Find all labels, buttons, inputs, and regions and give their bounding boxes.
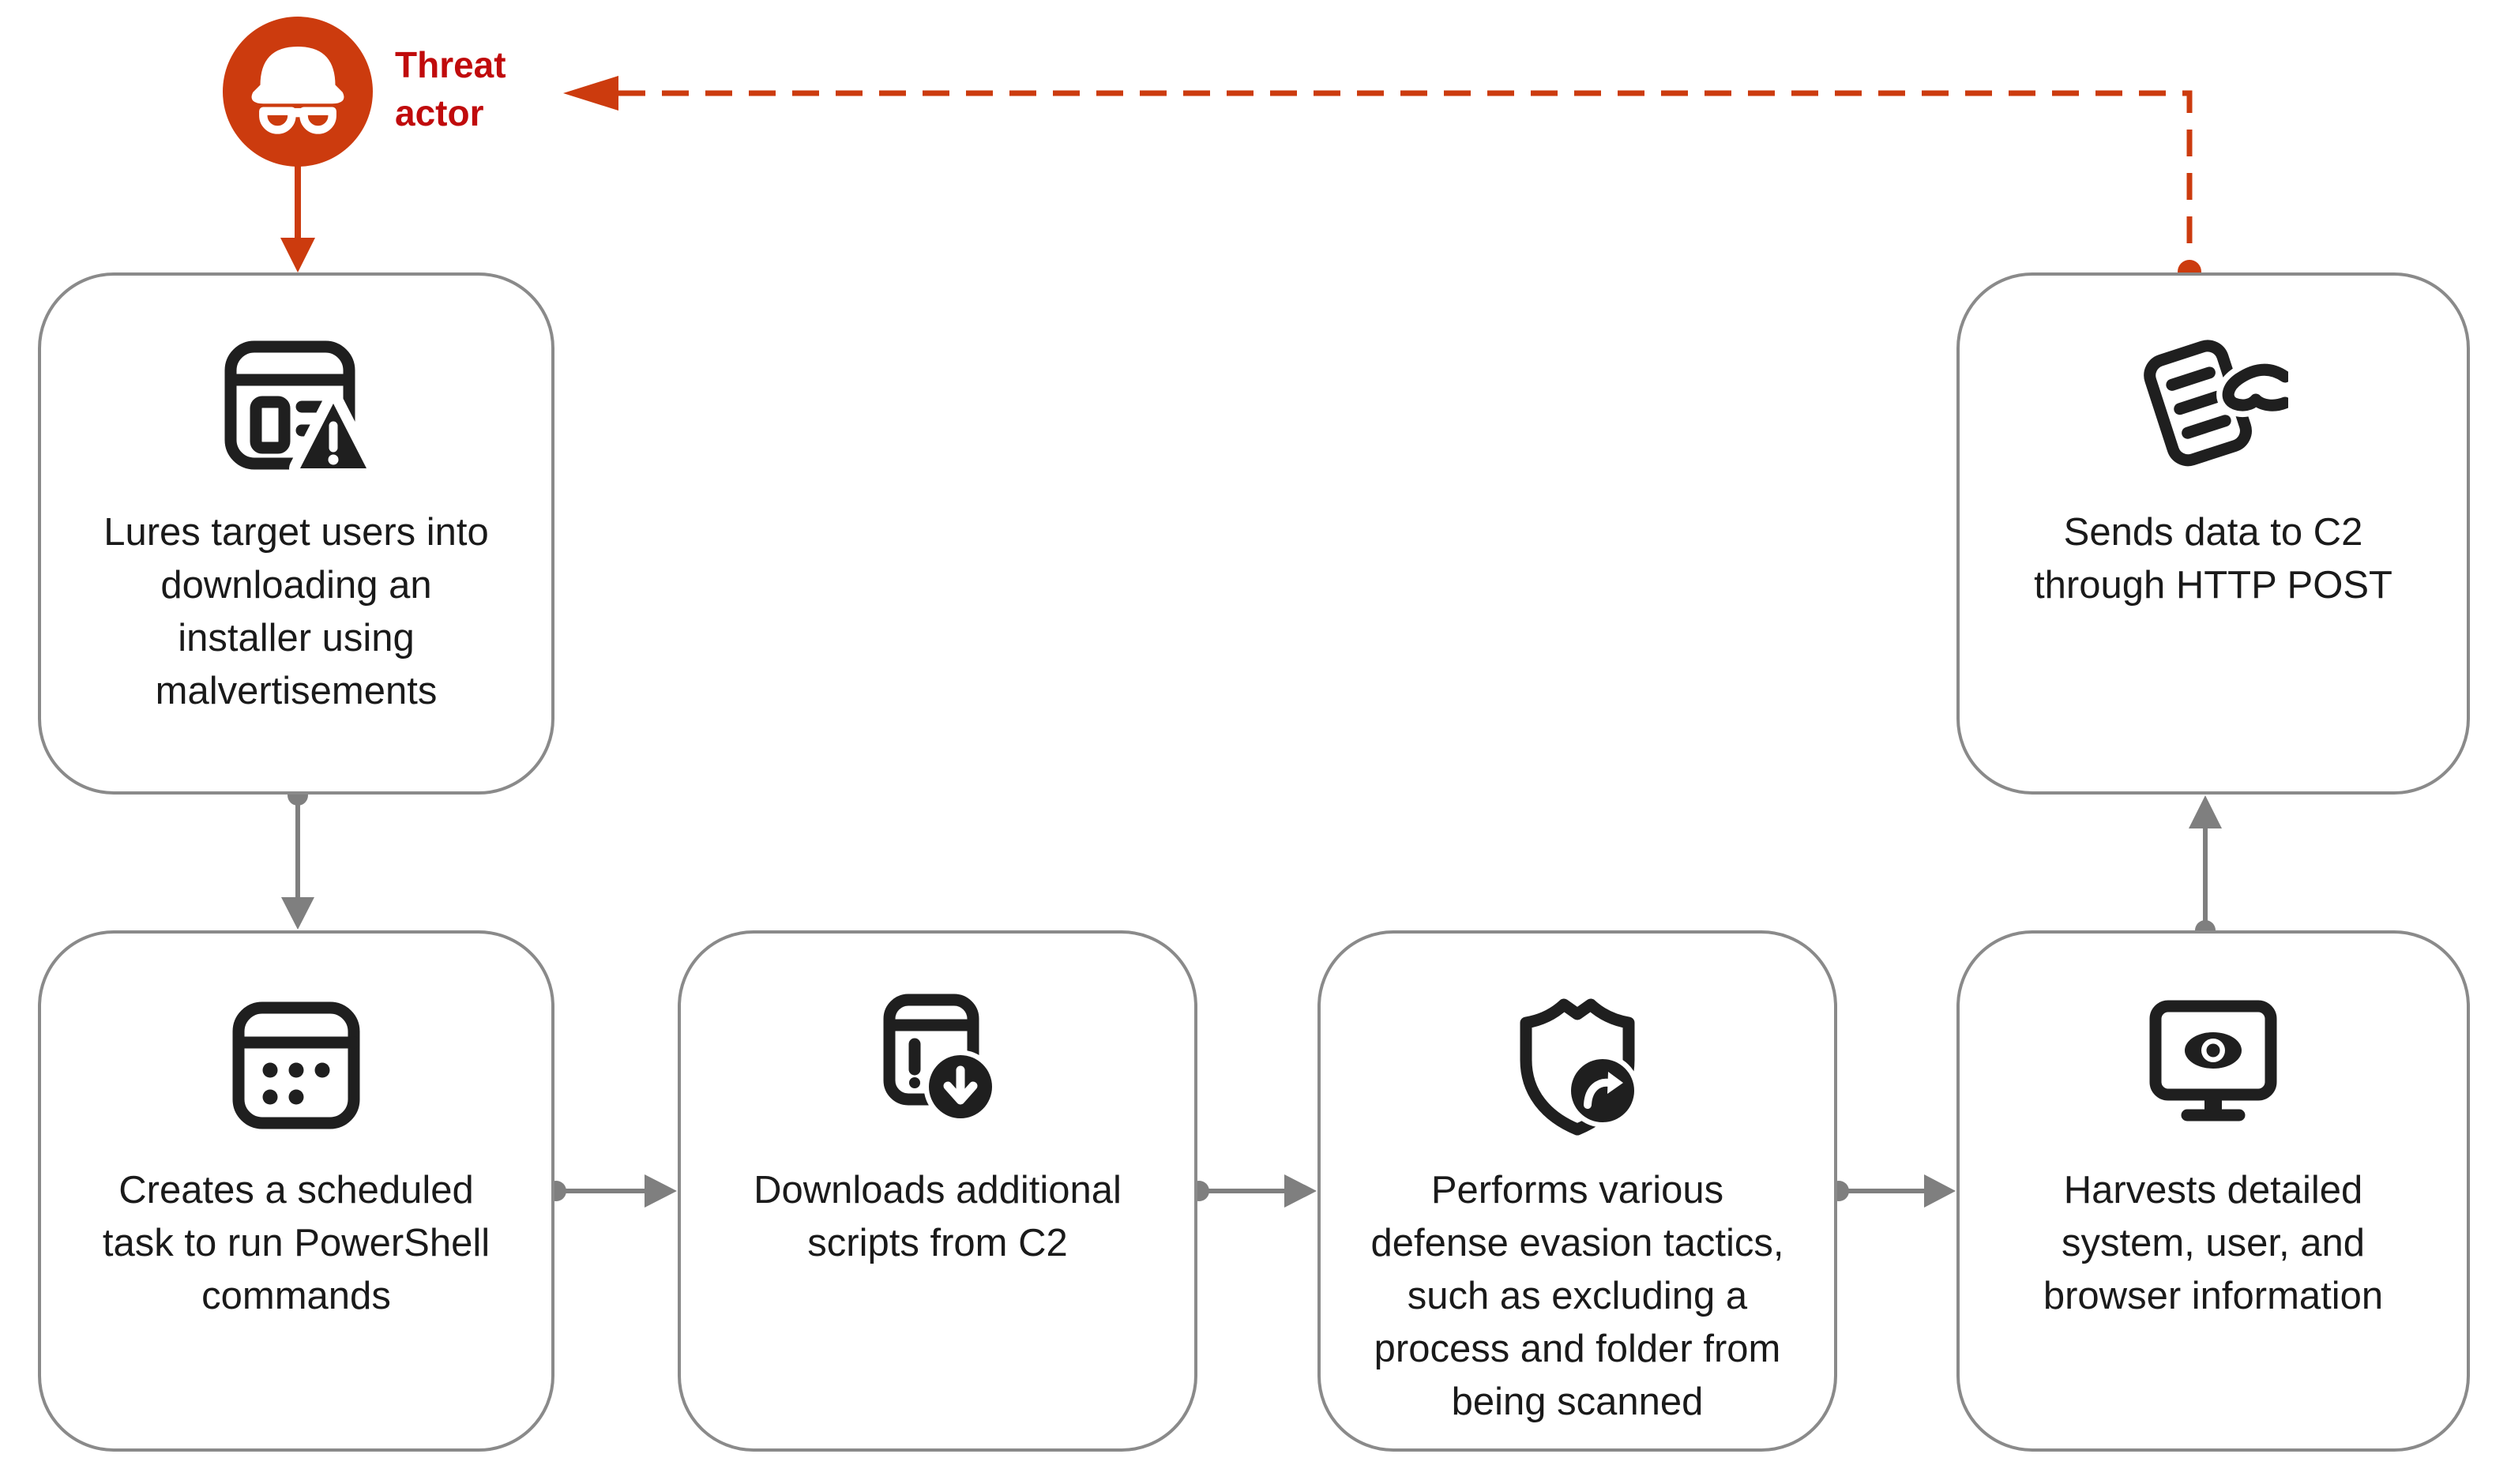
step-text-line: scripts from C2 [807,1222,1068,1264]
step-text-line: process and folder from [1374,1328,1781,1370]
calendar-task-icon [232,1001,360,1129]
step-text-line: Creates a scheduled [118,1169,474,1212]
threat-actor-label-line: Threat [395,44,506,85]
step-text: Performs various defense evasion tactics… [1332,1164,1822,1429]
step-text-line: commands [201,1275,391,1317]
step-box-download-scripts: Downloads additional scripts from C2 [678,930,1197,1452]
step-box-harvest-info: Harvests detailed system, user, and brow… [1956,930,2470,1452]
script-download-icon [883,994,998,1124]
step-text-line: defense evasion tactics, [1370,1222,1784,1264]
step-text-line: system, user, and [2061,1222,2365,1264]
step-text-line: downloading an [160,564,432,607]
arrow-lure-to-task [281,785,314,930]
step-text: Creates a scheduled task to run PowerShe… [51,1164,541,1323]
step-text-line: such as excluding a [1407,1275,1748,1317]
step-text: Sends data to C2 through HTTP POST [1968,506,2458,612]
step-text-line: Sends data to C2 [2063,511,2363,554]
step-box-send-data-c2: Sends data to C2 through HTTP POST [1956,272,2470,795]
threat-actor-label-line: actor [395,92,484,133]
arrow-evasion-to-harvest [1829,1174,1956,1208]
document-hand-icon [2144,340,2288,467]
shield-evasion-icon [1520,998,1640,1136]
step-box-defense-evasion: Performs various defense evasion tactics… [1317,930,1837,1452]
step-text-line: Performs various [1430,1169,1724,1212]
step-text: Harvests detailed system, user, and brow… [1968,1164,2458,1323]
step-text-line: Lures target users into [103,511,489,554]
step-text-line: malvertisements [155,670,438,712]
monitor-eye-icon [2149,1000,2277,1121]
arrow-threat-to-lure [280,166,315,272]
step-box-lure-malvertisement: Lures target users into downloading an i… [38,272,554,795]
step-text: Downloads additional scripts from C2 [693,1164,1182,1270]
step-text-line: task to run PowerShell [102,1222,490,1264]
threat-actor-icon [251,47,344,134]
threat-actor-label: Threat actor [395,41,632,137]
threat-actor-avatar [223,17,373,167]
step-text: Lures target users into downloading an i… [51,506,541,718]
arrow-task-to-download [546,1174,677,1208]
arrow-harvest-to-send [2189,795,2222,941]
arrow-download-to-evasion [1189,1174,1317,1208]
step-text-line: through HTTP POST [2034,564,2392,607]
step-text-line: installer using [178,617,415,659]
hand-shape [2216,358,2288,418]
step-text-line: being scanned [1451,1381,1704,1423]
step-text-line: Downloads additional [754,1169,1122,1212]
step-text-line: browser information [2043,1275,2384,1317]
browser-warning-icon [224,340,371,479]
step-text-line: Harvests detailed [2063,1169,2363,1212]
step-box-scheduled-task: Creates a scheduled task to run PowerShe… [38,930,554,1452]
dashed-feedback-line [563,76,2201,284]
